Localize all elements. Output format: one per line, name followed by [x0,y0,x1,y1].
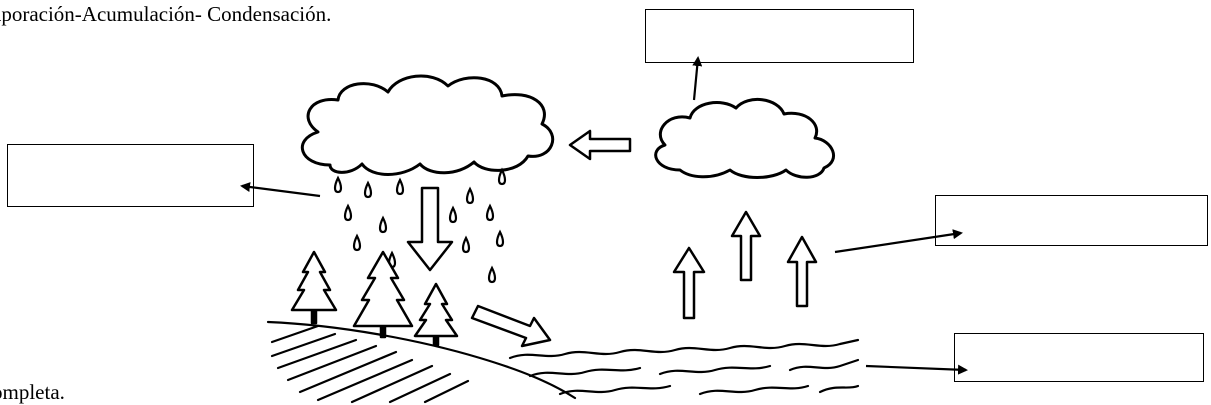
pointer-arrow-bottom [865,364,968,375]
hollow-arrow-down [406,186,454,272]
hollow-arrow-up-3 [786,235,818,308]
tree-2 [352,250,414,328]
hollow-arrow-diagonal [470,304,552,348]
answer-box-right[interactable] [935,195,1208,246]
hollow-arrow-up-2 [730,210,762,282]
tree-1 [290,250,338,312]
pointer-arrow-top [692,56,703,101]
water [508,338,860,360]
answer-box-bottom[interactable] [954,333,1204,382]
footer-text-fragment: ompleta. [0,380,65,404]
pointer-arrow-right [834,229,963,254]
pointer-arrow-left [240,182,321,198]
hollow-arrow-up-1 [672,246,706,320]
rain-cloud [300,74,555,176]
answer-box-top[interactable] [645,9,914,63]
instruction-text: aporación-Acumulación- Condensación. [0,2,332,26]
hollow-arrow-left [568,129,632,161]
hill [266,320,577,400]
tree-3 [413,282,459,338]
small-cloud [654,97,836,179]
answer-box-left[interactable] [7,144,254,207]
